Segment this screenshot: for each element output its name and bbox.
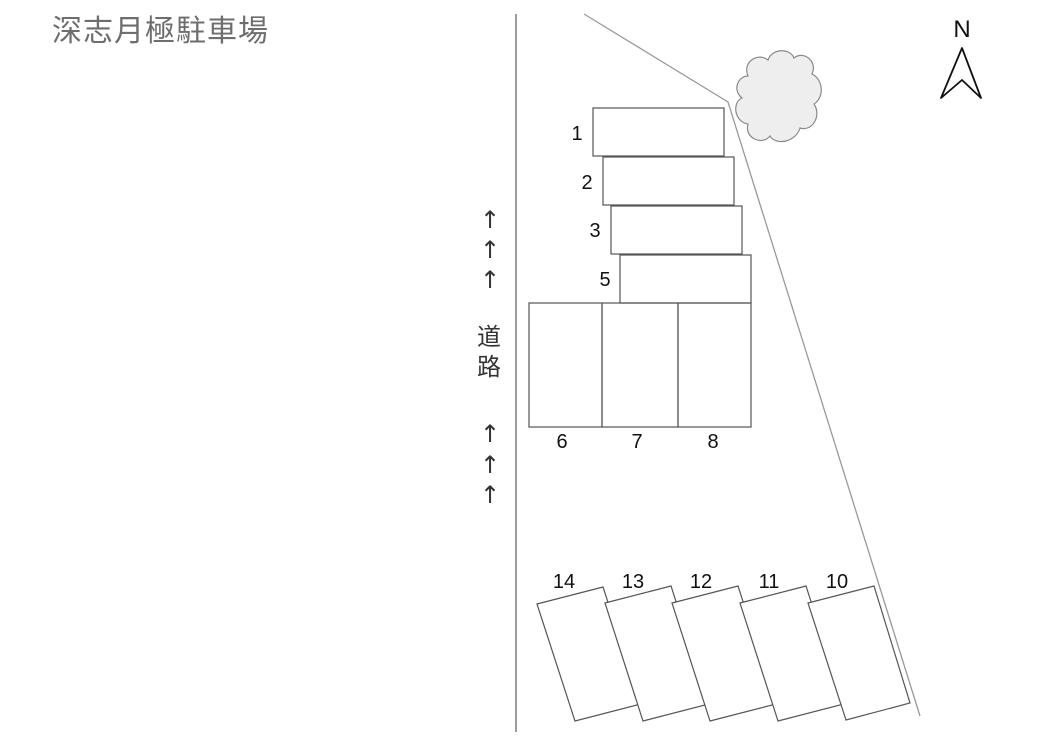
slot-number-3: 3 [589, 220, 601, 242]
road-label-char: 路 [477, 353, 501, 381]
slot-number-2: 2 [581, 172, 593, 194]
road-arrow-up: ↑ [480, 481, 501, 509]
road-arrow-up: ↑ [480, 266, 501, 294]
slot-number-13: 13 [621, 571, 645, 593]
parking-slot-8 [677, 302, 752, 428]
slot-number-11: 11 [758, 571, 780, 593]
slot-number-8: 8 [707, 431, 719, 453]
page-title: 深志月極駐車場 [52, 14, 269, 49]
road-arrow-up: ↑ [480, 236, 501, 264]
slot-number-1: 1 [571, 123, 583, 145]
north-arrow-icon [940, 47, 982, 99]
road-label-char: 道 [477, 323, 501, 351]
parking-slot-6 [528, 302, 603, 428]
north-label: N [953, 16, 971, 43]
road-arrow-up: ↑ [480, 420, 501, 448]
property-boundary-line [583, 13, 921, 717]
slot-number-12: 12 [689, 571, 713, 593]
parking-slot-3 [610, 205, 743, 255]
road-arrow-up: ↑ [480, 451, 501, 479]
slot-number-6: 6 [556, 431, 568, 453]
parking-slot-2 [602, 156, 735, 206]
tree-icon [735, 50, 822, 143]
road-arrow-up: ↑ [480, 206, 501, 234]
slot-number-14: 14 [552, 571, 576, 593]
slot-number-10: 10 [825, 571, 849, 593]
parking-slot-7 [601, 302, 679, 428]
parking-slot-10 [807, 585, 911, 721]
slot-number-5: 5 [599, 269, 611, 291]
slot-number-7: 7 [631, 431, 643, 453]
parking-slot-5 [619, 254, 752, 304]
road-label: 道 路 [474, 322, 504, 382]
parking-slot-1 [592, 107, 725, 157]
